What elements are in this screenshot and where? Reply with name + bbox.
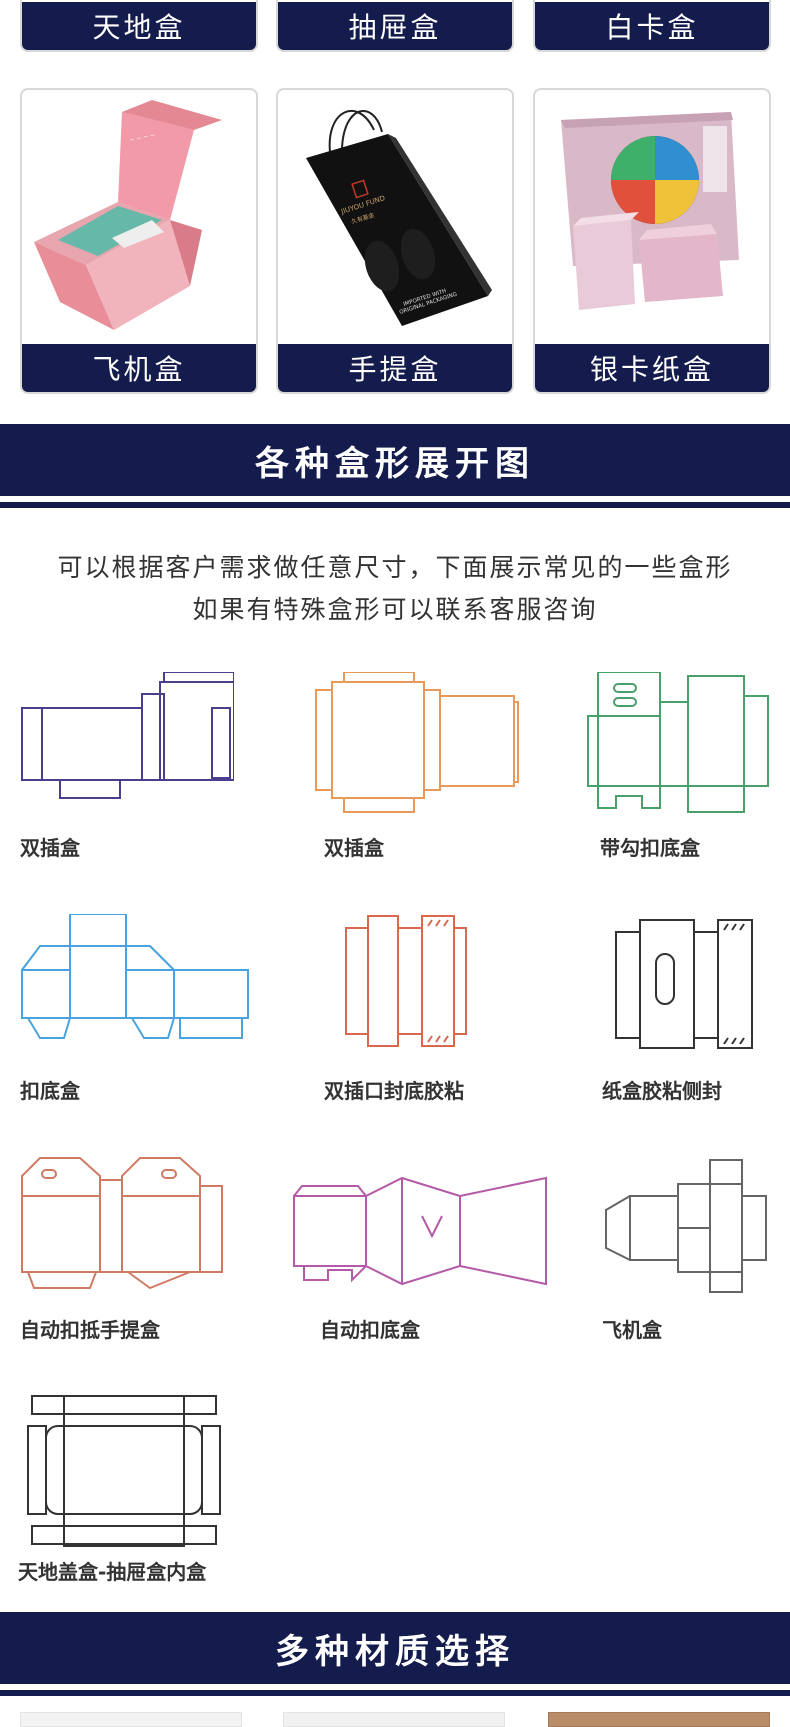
- box-shape-glue-side-seal: [615, 919, 753, 1049]
- top-card-label: 天地盒: [22, 2, 256, 50]
- top-card-3[interactable]: 白卡盒: [533, 0, 771, 52]
- box-shape-label: 双插盒: [324, 836, 384, 860]
- box-shape-label: 天地盖盒-抽屉盒内盒: [18, 1560, 207, 1584]
- box-shape-airplane: [605, 1159, 767, 1293]
- box-shape-double-tuck-2: [315, 672, 519, 813]
- material-swatch-white[interactable]: [20, 1712, 242, 1727]
- box-shape-auto-lock-bottom: [293, 1176, 547, 1286]
- top-card-1[interactable]: 天地盒: [20, 0, 258, 52]
- material-swatch-kraft[interactable]: [548, 1712, 770, 1727]
- box-shape-snap-bottom: [21, 914, 249, 1039]
- airplane-box-image: ~ ~ ~ ~: [22, 90, 256, 344]
- product-card-silver-box[interactable]: 银卡纸盒: [533, 88, 771, 394]
- silver-box-image: [535, 90, 769, 344]
- product-card-label: 手提盒: [278, 344, 512, 392]
- unfold-intro-line-2: 如果有特殊盒形可以联系客服咨询: [192, 595, 598, 624]
- box-shape-label: 双插口封底胶粘: [324, 1079, 464, 1103]
- top-card-2[interactable]: 抽屉盒: [276, 0, 514, 52]
- handbag-image: JIUYOU FUND 久有基金 IMPORTED WITH ORIGINAL …: [278, 90, 512, 344]
- banner-underline: [0, 1690, 790, 1696]
- section-unfold-banner: 各种盒形展开图: [0, 424, 790, 496]
- box-shape-label: 自动扣抵手提盒: [20, 1318, 160, 1342]
- product-card-handbag[interactable]: JIUYOU FUND 久有基金 IMPORTED WITH ORIGINAL …: [276, 88, 514, 394]
- unfold-intro-line-1: 可以根据客户需求做任意尺寸，下面展示常见的一些盒形: [57, 553, 733, 582]
- product-card-label: 银卡纸盒: [535, 344, 769, 392]
- section-material-banner: 多种材质选择: [0, 1612, 790, 1684]
- product-card-airplane-box[interactable]: ~ ~ ~ ~ 飞机盒: [20, 88, 258, 394]
- box-shape-label: 双插盒: [20, 836, 80, 860]
- box-shape-hook-bottom: [587, 672, 769, 813]
- box-shape-double-tuck-1: [21, 672, 234, 799]
- section-material-title: 多种材质选择: [275, 1631, 515, 1672]
- box-shape-label: 自动扣底盒: [320, 1318, 420, 1342]
- box-shape-lid-drawer-inner: [27, 1395, 221, 1547]
- banner-underline: [0, 502, 790, 508]
- box-shape-label: 飞机盒: [602, 1318, 662, 1342]
- box-shape-label: 纸盒胶粘侧封: [602, 1079, 722, 1103]
- section-unfold-title: 各种盒形展开图: [255, 443, 535, 484]
- box-shape-label: 扣底盒: [20, 1079, 80, 1103]
- box-shape-label: 带勾扣底盒: [600, 836, 700, 860]
- top-card-label: 白卡盒: [535, 2, 769, 50]
- box-shape-auto-lock-handle: [21, 1157, 223, 1290]
- top-card-label: 抽屉盒: [278, 2, 512, 50]
- material-swatch-gray[interactable]: [283, 1712, 505, 1727]
- box-shape-tuck-glue-bottom: [345, 915, 467, 1047]
- product-card-label: 飞机盒: [22, 344, 256, 392]
